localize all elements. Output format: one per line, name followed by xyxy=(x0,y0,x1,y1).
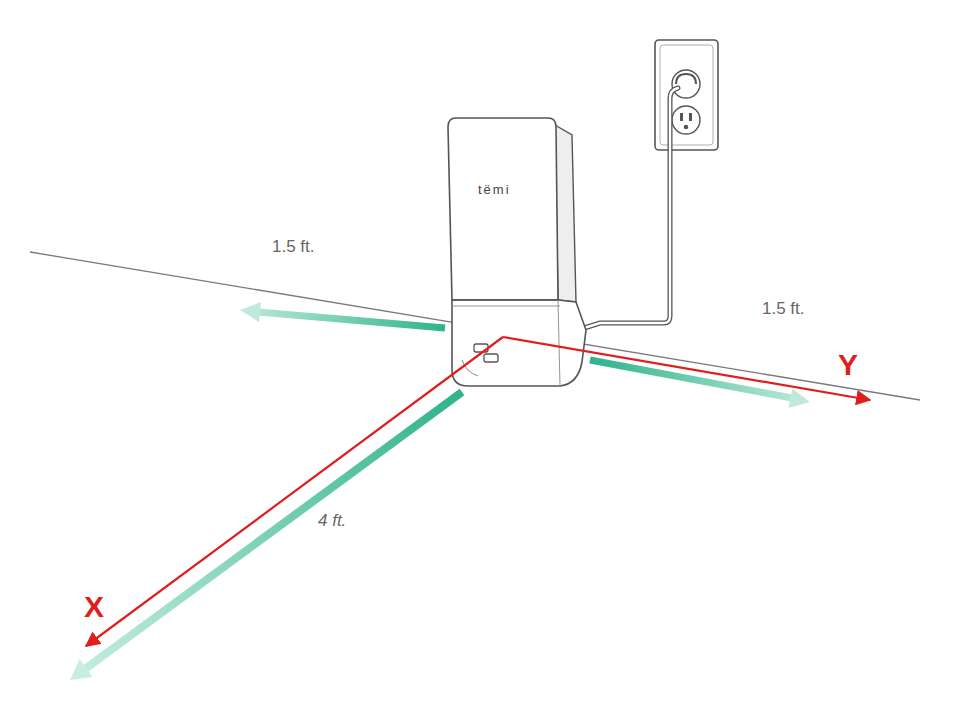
dimension-label: 4 ft. xyxy=(318,512,346,529)
charging-dock xyxy=(448,118,586,386)
dimension-label: 1.5 ft. xyxy=(762,300,805,317)
axis-label: Y xyxy=(838,350,858,380)
wall-outlet xyxy=(655,40,718,150)
dimension-label: 1.5 ft. xyxy=(272,238,315,255)
axes xyxy=(86,337,870,646)
clearance-arrows xyxy=(70,302,810,680)
power-cable xyxy=(584,88,678,328)
logo-text: tëmi xyxy=(478,183,511,196)
axis-label: X xyxy=(84,592,104,622)
